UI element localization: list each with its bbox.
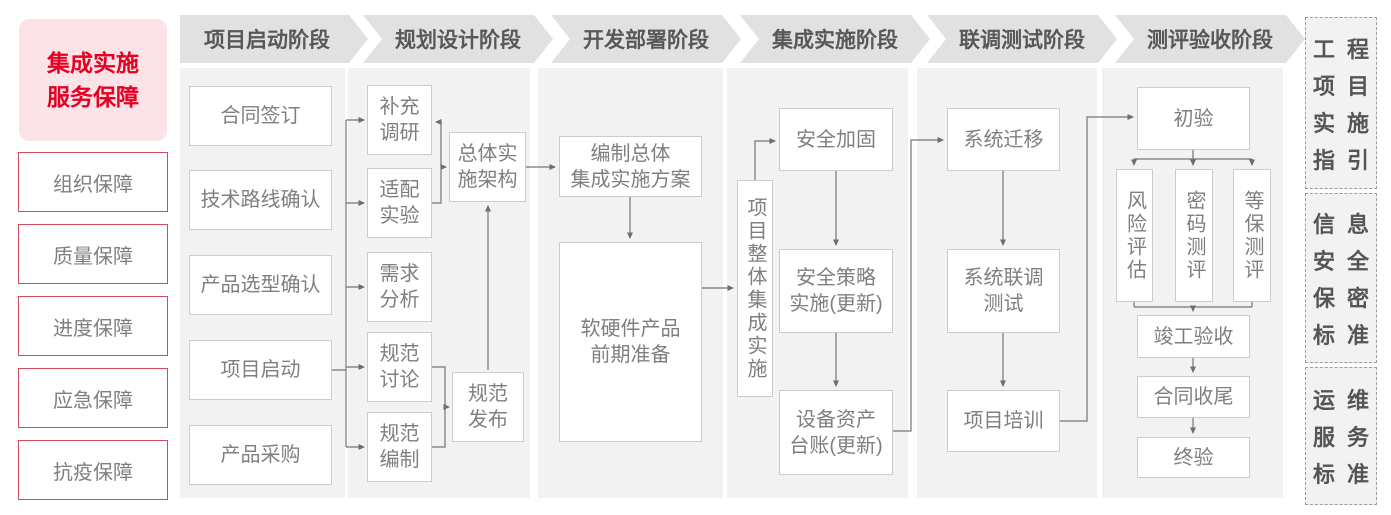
phase-header-integration: 集成实施阶段 — [740, 15, 930, 63]
sidebar-item-pandemic: 抗疫保障 — [18, 440, 168, 500]
node-risk-assessment: 风险评估 — [1116, 169, 1153, 302]
phase-header-planning: 规划设计阶段 — [363, 15, 553, 63]
phase-header-label: 规划设计阶段 — [395, 29, 521, 52]
panel-text-line: 安全 — [1313, 248, 1369, 274]
panel-info-security-standard: 信息 安全 保密 标准 — [1305, 193, 1377, 363]
node-project-training: 项目培训 — [947, 390, 1060, 452]
node-overall-integration-plan: 编制总体 集成实施方案 — [559, 136, 702, 197]
panel-text-line: 运维 — [1313, 388, 1369, 413]
panel-text-line: 指引 — [1313, 147, 1369, 173]
node-contract-closure: 合同收尾 — [1137, 376, 1250, 418]
node-product-procurement: 产品采购 — [189, 425, 332, 485]
phase-header-testing: 联调测试阶段 — [927, 15, 1117, 63]
phase-header-label: 集成实施阶段 — [772, 29, 898, 52]
panel-text-line: 实施 — [1313, 110, 1369, 136]
sidebar-item-emergency: 应急保障 — [18, 368, 168, 428]
node-requirement-analysis: 需求 分析 — [367, 252, 432, 322]
node-contract-signing: 合同签订 — [189, 86, 332, 146]
phase-header-kickoff: 项目启动阶段 — [180, 15, 368, 63]
phase-header-label: 联调测试阶段 — [959, 29, 1085, 52]
panel-text-line: 信息 — [1313, 211, 1369, 237]
panel-text-line: 服务 — [1313, 425, 1369, 450]
phase-header-label: 项目启动阶段 — [204, 29, 330, 52]
panel-text-line: 项目 — [1313, 73, 1369, 99]
phase-header-label: 开发部署阶段 — [583, 29, 709, 52]
node-tech-route-confirm: 技术路线确认 — [189, 170, 332, 230]
phase-header-label: 测评验收阶段 — [1147, 29, 1273, 52]
phase-header-development: 开发部署阶段 — [551, 15, 741, 63]
panel-text-line: 保密 — [1313, 285, 1369, 311]
panel-om-service-standard: 运维 服务 标准 — [1305, 367, 1377, 505]
node-overall-architecture: 总体实 施架构 — [449, 132, 526, 202]
node-adaptation-test: 适配 实验 — [367, 168, 432, 238]
phase-header-acceptance: 测评验收阶段 — [1115, 15, 1305, 63]
node-spec-drafting: 规范 编制 — [367, 412, 432, 482]
node-joint-debug-test: 系统联调 测试 — [947, 249, 1060, 333]
node-final-acceptance: 终验 — [1137, 437, 1250, 478]
panel-text-line: 标准 — [1313, 462, 1369, 487]
node-hw-sw-preparation: 软硬件产品 前期准备 — [559, 242, 702, 442]
node-mlps-evaluation: 等保测评 — [1233, 169, 1271, 302]
node-overall-project-integration: 项目整体集成实施 — [737, 180, 773, 397]
node-initial-acceptance: 初验 — [1137, 87, 1250, 150]
sidebar-item-quality: 质量保障 — [18, 224, 168, 284]
node-completion-acceptance: 竣工验收 — [1137, 315, 1250, 358]
sidebar-item-schedule: 进度保障 — [18, 296, 168, 356]
node-asset-ledger-update: 设备资产 台账(更新) — [779, 390, 893, 475]
panel-text-line: 标准 — [1313, 322, 1369, 348]
node-crypto-evaluation: 密码测评 — [1175, 169, 1213, 302]
node-spec-discussion: 规范 讨论 — [367, 332, 432, 402]
node-security-hardening: 安全加固 — [779, 108, 893, 171]
panel-project-implementation-guide: 工程 项目 实施 指引 — [1305, 17, 1377, 189]
node-project-kickoff: 项目启动 — [189, 340, 332, 400]
node-product-selection: 产品选型确认 — [189, 255, 332, 315]
node-supplementary-research: 补充 调研 — [367, 85, 432, 155]
node-spec-release: 规范 发布 — [452, 372, 524, 442]
panel-text-line: 工程 — [1313, 36, 1369, 62]
sidebar-item-organization: 组织保障 — [18, 152, 168, 212]
sidebar-title: 集成实施 服务保障 — [19, 19, 167, 141]
node-system-migration: 系统迁移 — [947, 108, 1060, 171]
node-security-policy-update: 安全策略 实施(更新) — [779, 249, 893, 333]
